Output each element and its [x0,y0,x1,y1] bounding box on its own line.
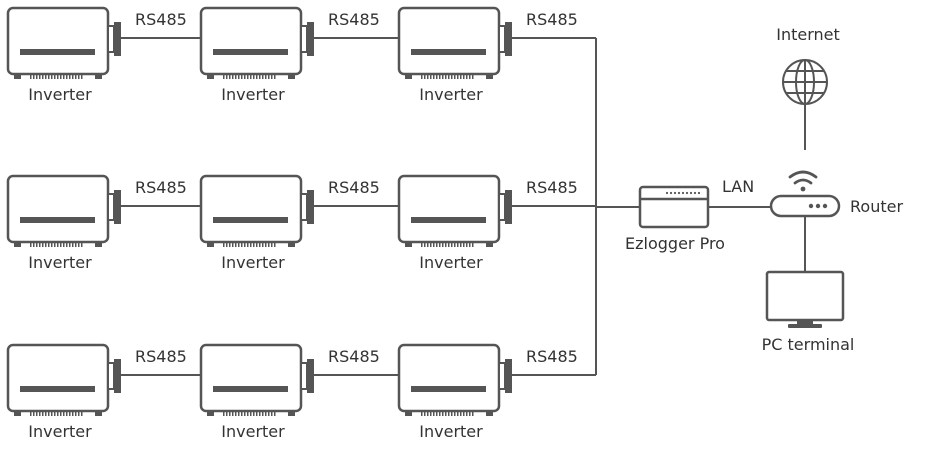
rs485-label: RS485 [328,347,380,366]
ezlogger-device [638,185,710,229]
ezlogger-label: Ezlogger Pro [625,234,725,253]
inverter-r2-c1: Inverter [6,174,121,272]
router-label: Router [850,197,903,216]
pc-label: PC terminal [762,335,855,354]
inverter-label: Inverter [221,253,285,272]
vent-comb [421,74,474,79]
inverter-r2-c3: Inverter [397,174,512,272]
inverter-r3-c2: Inverter [199,343,314,441]
rs485-label: RS485 [526,178,578,197]
vent-comb [421,411,474,416]
inverter-label: Inverter [28,253,92,272]
monitor-icon [765,270,845,328]
inverter-label: Inverter [419,85,483,104]
rs485-label: RS485 [328,10,380,29]
inverter-label: Inverter [28,422,92,441]
vent-comb [30,74,83,79]
vent-comb [223,74,276,79]
inverter-r1-c1: Inverter [6,6,121,104]
ezlogger-ports [665,191,701,195]
inverter-label: Inverter [419,253,483,272]
rs485-label: RS485 [526,10,578,29]
rs485-label: RS485 [526,347,578,366]
rs485-label: RS485 [135,10,187,29]
inverter-r1-c3: Inverter [397,6,512,104]
internet-label: Internet [776,25,840,44]
inverter-label: Inverter [419,422,483,441]
rs485-label: RS485 [328,178,380,197]
vent-comb [223,242,276,247]
inverter-r2-c2: Inverter [199,174,314,272]
router-icon [769,170,841,218]
globe-icon [782,59,828,105]
inverter-label: Inverter [221,85,285,104]
inverter-label: Inverter [28,85,92,104]
rs485-label: RS485 [135,347,187,366]
vent-comb [30,242,83,247]
inverter-r1-c2: Inverter [199,6,314,104]
rs485-label: RS485 [135,178,187,197]
vent-comb [30,411,83,416]
vent-comb [223,411,276,416]
vent-comb [421,242,474,247]
lan-label: LAN [722,177,754,196]
inverter-r3-c3: Inverter [397,343,512,441]
inverter-r3-c1: Inverter [6,343,121,441]
inverter-label: Inverter [221,422,285,441]
